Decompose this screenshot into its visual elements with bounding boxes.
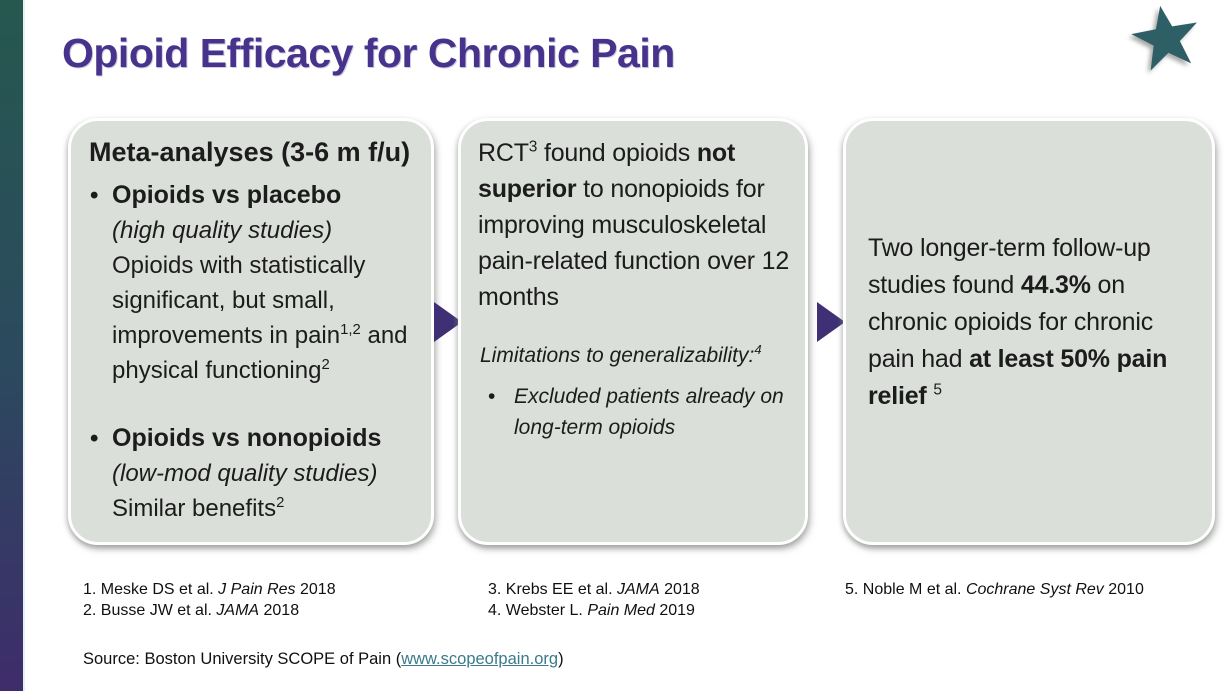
- left-accent-bar: [0, 0, 25, 691]
- meta-bullet-list: Opioids vs placebo (high quality studies…: [87, 178, 421, 526]
- footnote-4: 4. Webster L. Pain Med 2019: [488, 602, 695, 619]
- scopeofpain-link[interactable]: www.scopeofpain.org: [401, 650, 559, 668]
- bullet-title: Opioids vs nonopioids: [112, 424, 382, 452]
- rct-paragraph: RCT3 found opioids not superior to nonop…: [478, 138, 790, 311]
- footnote-3: 3. Krebs EE et al. JAMA 2018: [488, 581, 700, 598]
- source-line: Source: Boston University SCOPE of Pain …: [83, 650, 564, 668]
- bullet-opioids-vs-placebo: Opioids vs placebo (high quality studies…: [87, 178, 421, 388]
- bullet-body: Opioids with statistically significant, …: [112, 252, 408, 384]
- bullet-body: Similar benefits2: [112, 495, 285, 522]
- footnote-5: 5. Noble M et al. Cochrane Syst Rev 2010: [845, 581, 1144, 598]
- arrow-right-icon: [434, 302, 462, 342]
- slide-title: Opioid Efficacy for Chronic Pain: [62, 30, 675, 76]
- bullet-title: Opioids vs placebo: [112, 181, 342, 209]
- footnotes-column-2: 3. Krebs EE et al. JAMA 2018 4. Webster …: [488, 579, 700, 621]
- footnotes-column-1: 1. Meske DS et al. J Pain Res 2018 2. Bu…: [83, 579, 336, 621]
- followup-card: Two longer-term follow-up studies found …: [843, 118, 1215, 545]
- arrow-right-icon: [817, 302, 845, 342]
- bullet-qualifier: (high quality studies): [112, 217, 333, 244]
- limitations-bullet: Excluded patients already on long-term o…: [478, 381, 791, 443]
- bullet-opioids-vs-nonopioids: Opioids vs nonopioids (low-mod quality s…: [87, 421, 421, 526]
- bullet-qualifier: (low-mod quality studies): [112, 460, 378, 487]
- limitations-heading: Limitations to generalizability:4: [480, 342, 762, 367]
- footnote-2: 2. Busse JW et al. JAMA 2018: [83, 602, 300, 619]
- footnote-1: 1. Meske DS et al. J Pain Res 2018: [83, 581, 336, 598]
- star-icon: [1131, 5, 1197, 71]
- followup-paragraph: Two longer-term follow-up studies found …: [868, 234, 1168, 410]
- meta-card-heading: Meta-analyses (3-6 m f/u): [89, 137, 411, 167]
- footnotes-column-3: 5. Noble M et al. Cochrane Syst Rev 2010: [845, 579, 1144, 600]
- meta-analyses-card: Meta-analyses (3-6 m f/u) Opioids vs pla…: [68, 118, 434, 545]
- rct-card: RCT3 found opioids not superior to nonop…: [458, 118, 808, 545]
